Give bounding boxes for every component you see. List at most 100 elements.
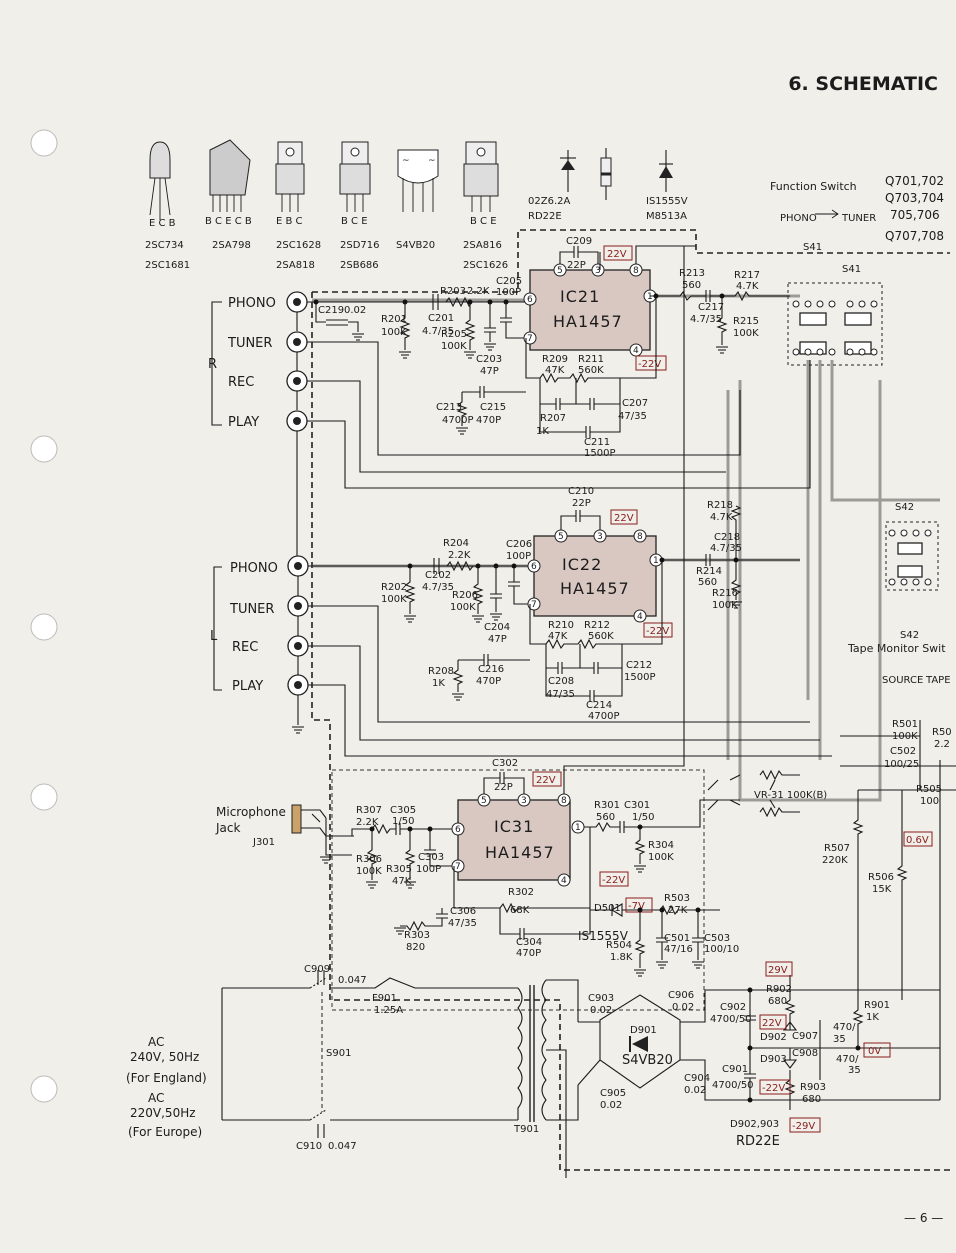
component-ref: C905 [600,1088,626,1099]
transistor-package-icon [339,141,371,212]
svg-text:0.6V: 0.6V [906,835,929,846]
component-value: 4.7K [736,281,759,292]
function-switch-left: PHONO [780,213,817,224]
microphone-jack-icon[interactable] [291,804,327,837]
package-name: 2SA798 [212,240,251,251]
input-bracket-r [211,301,222,426]
package-pins: B C E [341,216,368,227]
ic-pin: 5 [558,532,564,542]
transistor-package-icon [275,141,305,212]
ic-pin: 3 [597,532,603,542]
component-ref: R503 [664,893,690,904]
rca-jack[interactable] [287,674,309,696]
component-value: 100K [712,600,738,611]
component-value: 0.02 [672,1002,694,1013]
diode-name: RD22E [528,211,562,222]
rca-jack[interactable] [287,635,309,657]
rca-jack[interactable] [286,410,308,432]
binder-hole-icon [30,129,58,157]
package-pins: E B C [276,216,303,227]
svg-text:~: ~ [402,156,410,166]
component-ref: C304 [516,937,542,948]
component-value: 100K [733,328,759,339]
component-ref: C302 [492,758,518,769]
tape-monitor-switch-s42[interactable] [885,521,939,591]
component-value: 100K [892,731,918,742]
ic-pin: 3 [595,266,601,276]
rca-jack[interactable] [287,595,309,617]
ic-pin: 4 [633,346,639,356]
rca-jack[interactable] [287,555,309,577]
binder-hole-icon [30,435,58,463]
component-ref: R204 [443,538,469,549]
rca-jack[interactable] [286,291,308,313]
component-ref: C903 [588,993,614,1004]
ic22-chip[interactable]: IC22 HA1457 5 3 8 6 7 1 4 [527,529,663,623]
component-ref: R215 [733,316,759,327]
component-ref: C203 [476,354,502,365]
ic-pin: 1 [647,292,653,302]
component-value: 47/35 [618,411,647,422]
mic-ref: J301 [252,837,275,848]
mic-title: Microphone [216,805,286,819]
package-pins: B C E C B [205,216,252,227]
ic-pin: 8 [561,796,567,806]
component-ref: R301 [594,800,620,811]
channel-label: R [208,357,217,372]
component-ref: R201 [381,314,407,325]
component-ref: R903 [800,1082,826,1093]
component-value: 1/50 [392,816,414,827]
input-label-phono-r: PHONO [228,296,276,311]
input-label-play-l: PLAY [232,679,263,694]
component-ref: C306 [450,906,476,917]
component-ref: R207 [540,413,566,424]
component-value: 2.2K [448,550,471,561]
ic-pin: 5 [481,796,487,806]
component-value: 1500P [624,672,655,683]
component-ref: C501 [664,933,690,944]
rca-jack[interactable] [286,370,308,392]
component-value: 560 [596,812,615,823]
component-value: 470/ [836,1054,859,1065]
ic-pin: 7 [455,862,461,872]
ac-label: 240V, 50Hz [130,1050,199,1064]
transistor-list: Q703,704 [885,191,944,205]
component-ref: C502 [890,746,916,757]
tape-monitor-ref: S42 [900,630,919,641]
arrow-right-icon [815,209,839,219]
binder-hole-icon [30,783,58,811]
mic-sub: Jack [215,821,240,835]
component-ref: R302 [508,887,534,898]
package-name: 2SD716 [340,240,380,251]
component-value: 4700/50 [710,1014,752,1025]
component-value: 4.7/35 [422,326,454,337]
component-ref: R307 [356,805,382,816]
diode-name: 02Z6.2A [528,196,570,207]
zener-diode-icon [560,150,576,192]
ic31-chip[interactable]: IC31 HA1457 5 3 8 6 7 1 4 [451,793,585,887]
component-value: 22P [567,260,586,271]
component-value: 100/25 [884,759,919,770]
component-ref: C212 [626,660,652,671]
glass-diode-icon [600,148,612,200]
component-value: 470P [476,415,501,426]
svg-text:-22V: -22V [646,626,669,637]
svg-text:-22V: -22V [638,359,661,370]
ac-label: (For Europe) [128,1125,202,1139]
voltage-badge: -22V [643,622,673,638]
component-value: 2.2 [934,739,950,750]
tape-monitor-left: SOURCE [882,675,923,686]
ic21-chip[interactable]: IC21 HA1457 5 3 6 7 1 4 8 [523,263,657,357]
component-value: 1.8K [610,952,633,963]
component-ref: R202 [381,582,407,593]
component-ref: D902 [760,1032,787,1043]
function-switch-s41[interactable] [787,282,883,366]
volume-control-vr31[interactable] [707,769,800,818]
ic-pin: 6 [455,825,461,835]
component-value: 27K [668,905,688,916]
rca-jack[interactable] [286,331,308,353]
component-ref: C211 [584,437,610,448]
component-ref: R218 [707,500,733,511]
component-ref: C213 [436,402,462,413]
